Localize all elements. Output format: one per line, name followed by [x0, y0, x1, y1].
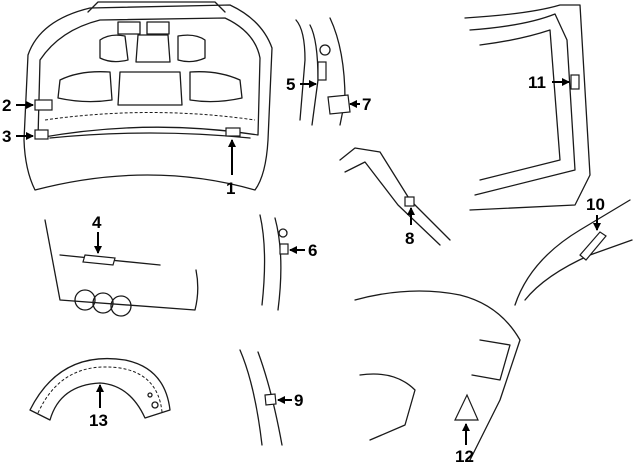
callout-13: 13: [89, 411, 108, 430]
callout-2: 2: [2, 96, 11, 115]
callout-1: 1: [226, 179, 235, 198]
rear-pillar-illustration: [239, 349, 283, 446]
callout-3: 3: [2, 127, 11, 146]
callout-4: 4: [92, 213, 102, 232]
callout-6: 6: [308, 241, 317, 260]
door-edge-illustration: [295, 17, 351, 126]
callout-arrows: [16, 78, 601, 445]
callout-9: 9: [294, 391, 303, 410]
trunk-illustration: [354, 290, 521, 461]
callout-7: 7: [362, 95, 371, 114]
callout-numbers: 1 2 3 4 5 6 7 8 9 10 11 12 13: [2, 73, 605, 465]
callout-10: 10: [586, 195, 605, 214]
callout-11: 11: [528, 73, 546, 92]
b-pillar-illustration: [464, 4, 591, 211]
callout-8: 8: [405, 229, 414, 248]
radiator-support-illustration: [44, 219, 199, 317]
hood-illustration: [23, 1, 273, 191]
fender-illustration: [514, 199, 633, 306]
pillar-illustration: [259, 214, 289, 311]
callout-12: 12: [455, 447, 474, 465]
roof-rail-illustration: [339, 147, 451, 246]
wheel-liner-illustration: [29, 357, 171, 421]
callout-5: 5: [286, 75, 295, 94]
